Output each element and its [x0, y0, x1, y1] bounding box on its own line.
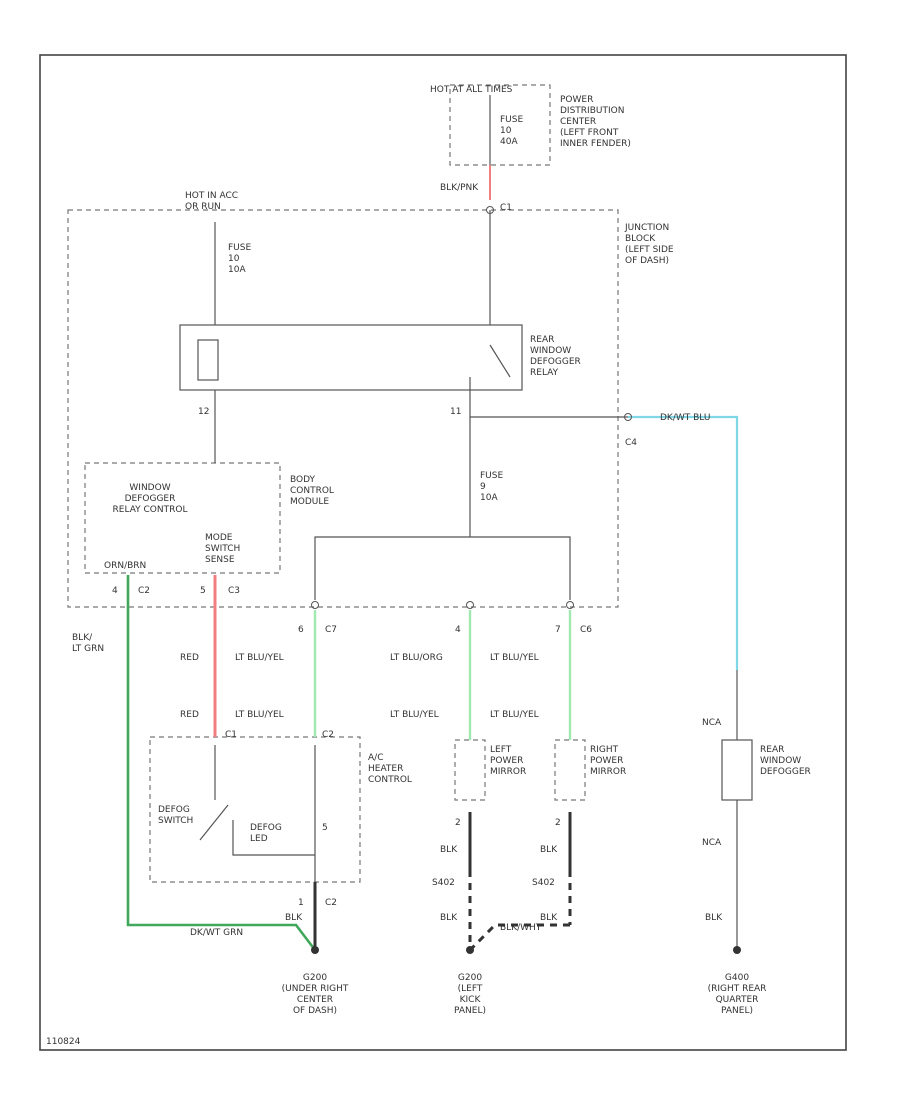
label-lt-blu-yel-5: LT BLU/YEL [490, 710, 539, 720]
label-red-1: RED [180, 653, 199, 663]
label-pin-7: 7 [555, 625, 561, 635]
label-pin-c2: C2 [138, 586, 150, 596]
bcm-box [84, 462, 281, 574]
label-pin-1: 1 [298, 898, 304, 908]
label-page-id: 110824 [46, 1037, 81, 1047]
label-pin-c7: C7 [325, 625, 337, 635]
label-pin-4: 4 [455, 625, 461, 635]
label-blk-pnk: BLK/PNK [440, 183, 479, 193]
defog-switch-arm [199, 804, 229, 841]
label-pin-2b: 2 [555, 818, 561, 828]
right-mirror-element [554, 739, 586, 801]
label-blk-c: BLK [440, 913, 458, 923]
label-dk-blu-top: DK/WT BLU [660, 413, 710, 423]
label-blk-b: BLK [540, 845, 558, 855]
ground-dot-2 [466, 946, 474, 954]
wire-lt-blu-rear [628, 415, 739, 670]
label-ac-pin-c2: C2 [322, 730, 334, 740]
label-blk-e: BLK [705, 913, 723, 923]
relay-coil [197, 339, 219, 381]
label-lt-blu-yel-1: LT BLU/YEL [235, 653, 284, 663]
label-pin-6: 6 [298, 625, 304, 635]
label-dk-grn: DK/WT GRN [190, 928, 243, 938]
label-nca-1: NCA [702, 718, 722, 728]
rear-defogger-element [721, 739, 753, 801]
label-c4: C4 [625, 438, 637, 448]
label-blk-lt-grn: BLK/LT GRN [72, 633, 104, 654]
label-c2-bottom: C2 [325, 898, 337, 908]
label-pin-5: 5 [322, 823, 328, 833]
diagram-border [39, 54, 847, 1051]
label-blk-a: BLK [440, 845, 458, 855]
label-pin-11: 11 [450, 407, 461, 417]
label-pin-2a: 2 [455, 818, 461, 828]
label-s402-b: S402 [532, 878, 555, 888]
wire-green-ground [126, 575, 317, 951]
label-pin-12: 12 [198, 407, 209, 417]
label-blk-d: BLK [540, 913, 558, 923]
connector-c4 [624, 413, 632, 421]
label-pin-c2-num: 4 [112, 586, 118, 596]
label-s402-a: S402 [432, 878, 455, 888]
label-red-2: RED [180, 710, 199, 720]
relay-switch-arm [489, 344, 511, 378]
relay-box [179, 324, 523, 391]
defog-led-wire [232, 820, 315, 856]
power-distribution-box [449, 84, 551, 166]
label-c1-top: C1 [500, 203, 512, 213]
label-orn: ORN/BRN [104, 561, 146, 571]
ground-dot-3 [733, 946, 741, 954]
label-pin-c3: C3 [228, 586, 240, 596]
label-ac-pin-c1: C1 [225, 730, 237, 740]
ac-heater-box [149, 736, 361, 883]
bus-line [314, 536, 571, 600]
connector-c6 [566, 601, 574, 609]
connector-c7 [311, 601, 319, 609]
label-hot-at-all-times: HOT AT ALL TIMES [430, 85, 513, 95]
label-blk-bot-left: BLK [285, 913, 303, 923]
label-lt-blu-yel-3: LT BLU/YEL [390, 710, 439, 720]
junction-block-box [67, 209, 619, 608]
ground-dot-1 [311, 946, 319, 954]
label-lt-blu-yel-4: LT BLU/YEL [490, 653, 539, 663]
label-lt-blu-yel-2: LT BLU/YEL [235, 710, 284, 720]
connector-c1-top [486, 206, 494, 214]
left-mirror-element [454, 739, 486, 801]
connector-mid [466, 601, 474, 609]
label-pin-c3-num: 5 [200, 586, 206, 596]
label-pin-c6: C6 [580, 625, 592, 635]
label-blk-wht: BLK/WHT [500, 923, 542, 933]
label-lt-blu-org: LT BLU/ORG [390, 653, 443, 663]
label-nca-2: NCA [702, 838, 722, 848]
